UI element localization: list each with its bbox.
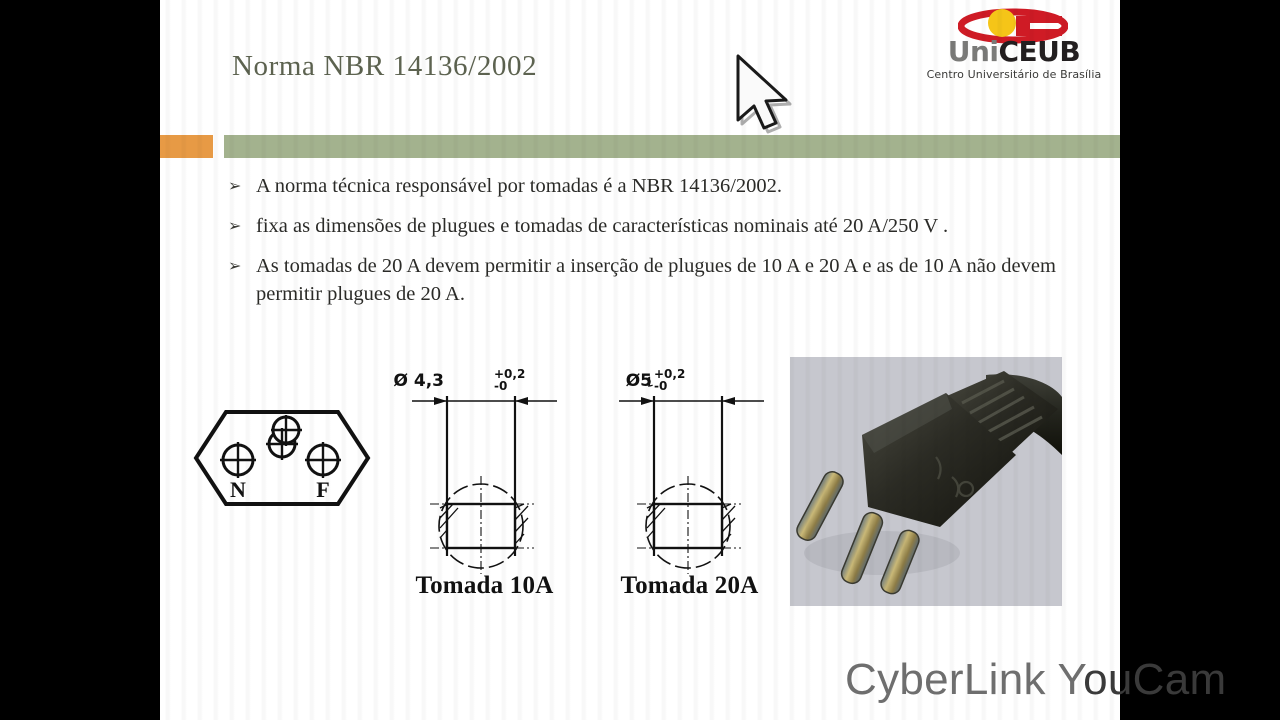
bullet-chevron-icon: ➢ (228, 176, 242, 195)
socket-label-phase: F (316, 477, 329, 502)
socket-diagram-svg: N F (193, 410, 371, 506)
bullet-chevron-icon: ➢ (228, 256, 242, 275)
logo-word-uni: Uni (947, 35, 999, 68)
logo-tagline: Centro Universitário de Brasília (926, 68, 1102, 81)
uniceub-logo-mark (958, 8, 1068, 44)
svg-text:Ø5: Ø5 (626, 371, 652, 391)
dimension-20a-tol-lower: -0 (654, 379, 667, 393)
dimension-10a-tol-lower: -0 (494, 379, 507, 393)
watermark-text-light: CyberLink Y (845, 655, 1084, 704)
drawing-caption-10a: Tomada 10A (415, 572, 554, 599)
plug-photo-svg (790, 357, 1062, 606)
letterbox-bar-right (1120, 0, 1280, 720)
bullet-chevron-icon: ➢ (228, 216, 242, 235)
list-item: ➢ fixa as dimensões de plugues e tomadas… (226, 212, 1076, 240)
presentation-slide: Norma NBR 14136/2002 UniCEUB Centro Univ… (160, 0, 1120, 720)
dimension-20a-diameter: ࡵ (648, 371, 653, 391)
list-item: ➢ As tomadas de 20 A devem permitir a in… (226, 252, 1076, 308)
mouse-cursor-icon (736, 54, 792, 134)
dimension-20a-tol-upper: +0,2 (654, 367, 685, 381)
logo-word-ceub: CEUB (998, 35, 1081, 68)
list-item-text: As tomadas de 20 A devem permitir a inse… (256, 255, 1056, 305)
list-item-text: A norma técnica responsável por tomadas … (256, 175, 783, 197)
dimension-10a-diameter: Ø 4,3 (394, 371, 445, 391)
list-item: ➢ A norma técnica responsável por tomada… (226, 172, 1076, 200)
page-title: Norma NBR 14136/2002 (232, 50, 538, 82)
watermark-text-dim: ouCam (1083, 655, 1227, 704)
plug-photo-figure (790, 357, 1062, 606)
drawing-caption-20a: Tomada 20A (620, 572, 759, 599)
technical-drawings-figure: Ø 4,3 +0,2 -0 (382, 356, 792, 606)
watermark: CyberLink YouCam (845, 655, 1226, 705)
list-item-text: fixa as dimensões de plugues e tomadas d… (256, 215, 949, 237)
socket-diagram-figure: N F (186, 402, 378, 514)
bullet-list: ➢ A norma técnica responsável por tomada… (226, 172, 1076, 320)
technical-drawings-svg: Ø 4,3 +0,2 -0 (394, 367, 764, 574)
accent-bar-orange (160, 135, 213, 158)
dimension-10a-tol-upper: +0,2 (494, 367, 525, 381)
accent-bar-green (224, 135, 1120, 158)
letterbox-bar-left (0, 0, 160, 720)
uniceub-logo: UniCEUB Centro Universitário de Brasília (916, 8, 1112, 84)
socket-label-neutral: N (230, 477, 246, 502)
uniceub-wordmark: UniCEUB (916, 38, 1112, 66)
